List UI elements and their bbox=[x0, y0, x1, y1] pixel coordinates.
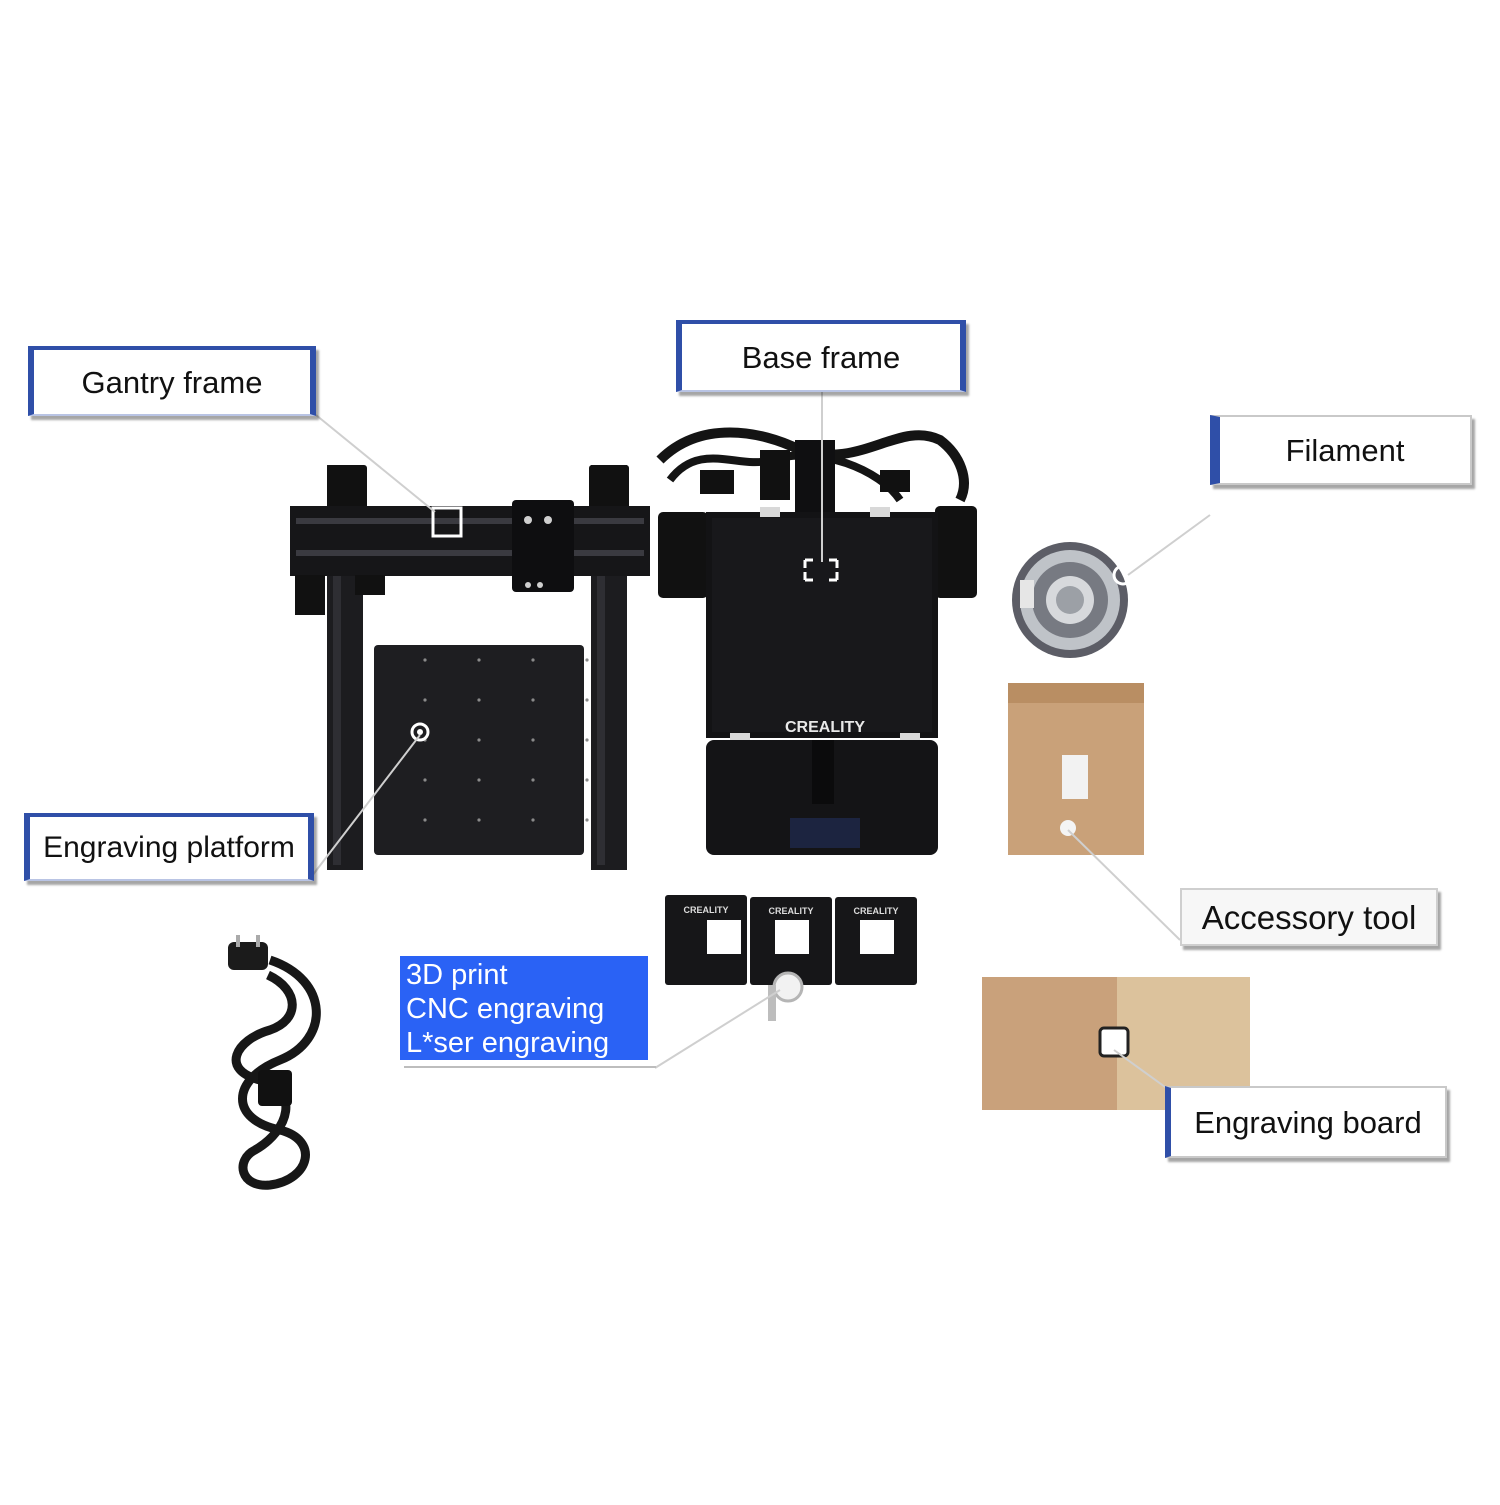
platform-hole bbox=[477, 818, 481, 822]
mode-cnc-engraving: CNC engraving bbox=[406, 993, 605, 1025]
power-cable bbox=[228, 935, 321, 1190]
platform-hole bbox=[423, 818, 427, 822]
creality-logo-bed: CREALITY bbox=[785, 719, 865, 736]
modes-badge: 3D print CNC engraving L*ser engraving bbox=[400, 956, 648, 1060]
creality-logo-head-2: CREALITY bbox=[769, 906, 814, 916]
label-engraving-board: Engraving board bbox=[1165, 1086, 1447, 1158]
label-accessory-tool: Accessory tool bbox=[1180, 888, 1438, 946]
platform-hole bbox=[477, 698, 481, 702]
platform-hole bbox=[585, 738, 589, 742]
label-gantry-frame: Gantry frame bbox=[28, 346, 316, 416]
mode-laser-engraving: L*ser engraving bbox=[406, 1027, 610, 1059]
label-engraving-platform: Engraving platform bbox=[24, 813, 314, 881]
mode-3d-print: 3D print bbox=[406, 959, 508, 991]
platform-hole bbox=[477, 658, 481, 662]
platform-hole bbox=[423, 778, 427, 782]
platform-hole bbox=[531, 818, 535, 822]
tool-heads: CREALITY CREALITY CREALITY bbox=[665, 895, 917, 1021]
platform-hole bbox=[423, 658, 427, 662]
label-base-frame: Base frame bbox=[676, 320, 966, 392]
accessory-box bbox=[1008, 683, 1144, 855]
platform-hole bbox=[531, 778, 535, 782]
leader-lines bbox=[311, 392, 1211, 1093]
platform-hole bbox=[477, 738, 481, 742]
creality-logo-head-3: CREALITY bbox=[854, 906, 899, 916]
platform-hole bbox=[423, 698, 427, 702]
platform-hole bbox=[531, 698, 535, 702]
modes-underline bbox=[404, 1066, 656, 1068]
platform-hole bbox=[585, 658, 589, 662]
platform-hole bbox=[531, 658, 535, 662]
gantry-frame bbox=[290, 465, 650, 870]
creality-logo-head-1: CREALITY bbox=[684, 905, 729, 915]
platform-hole bbox=[585, 778, 589, 782]
platform-hole bbox=[585, 818, 589, 822]
engraving-platform bbox=[374, 645, 589, 855]
platform-hole bbox=[531, 738, 535, 742]
base-frame: CREALITY bbox=[656, 427, 977, 855]
platform-hole bbox=[585, 698, 589, 702]
label-filament: Filament bbox=[1210, 415, 1472, 485]
platform-hole bbox=[477, 778, 481, 782]
filament-spool bbox=[1012, 542, 1134, 658]
